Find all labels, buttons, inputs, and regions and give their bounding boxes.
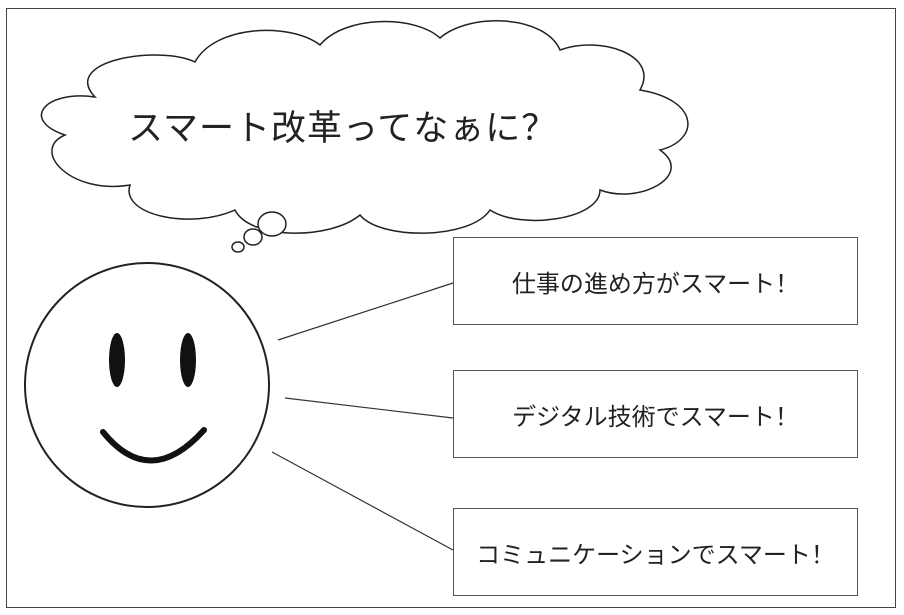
speech-box-work-style: 仕事の進め方がスマート！ — [453, 237, 858, 325]
thought-cloud-icon — [40, 20, 689, 234]
connector-line-1 — [277, 282, 454, 341]
speech-box-digital-tech: デジタル技術でスマート！ — [453, 370, 858, 458]
smiley-face-icon — [24, 262, 270, 508]
thought-bubble-medium — [243, 228, 263, 246]
thought-question: スマート改革ってなぁに？ — [128, 109, 558, 149]
connector-line-2 — [284, 397, 454, 419]
thought-bubble-large — [257, 211, 287, 237]
connector-line-3 — [271, 451, 454, 551]
speech-box-label: デジタル技術でスマート！ — [512, 402, 799, 431]
speech-box-label: 仕事の進め方がスマート！ — [511, 269, 800, 298]
thought-bubble-small — [231, 241, 245, 253]
speech-box-label: コミュニケーションでスマート！ — [476, 540, 835, 569]
right-eye — [180, 333, 196, 387]
left-eye — [109, 333, 125, 387]
smile-mouth — [100, 427, 207, 464]
speech-box-communication: コミュニケーションでスマート！ — [453, 508, 858, 596]
